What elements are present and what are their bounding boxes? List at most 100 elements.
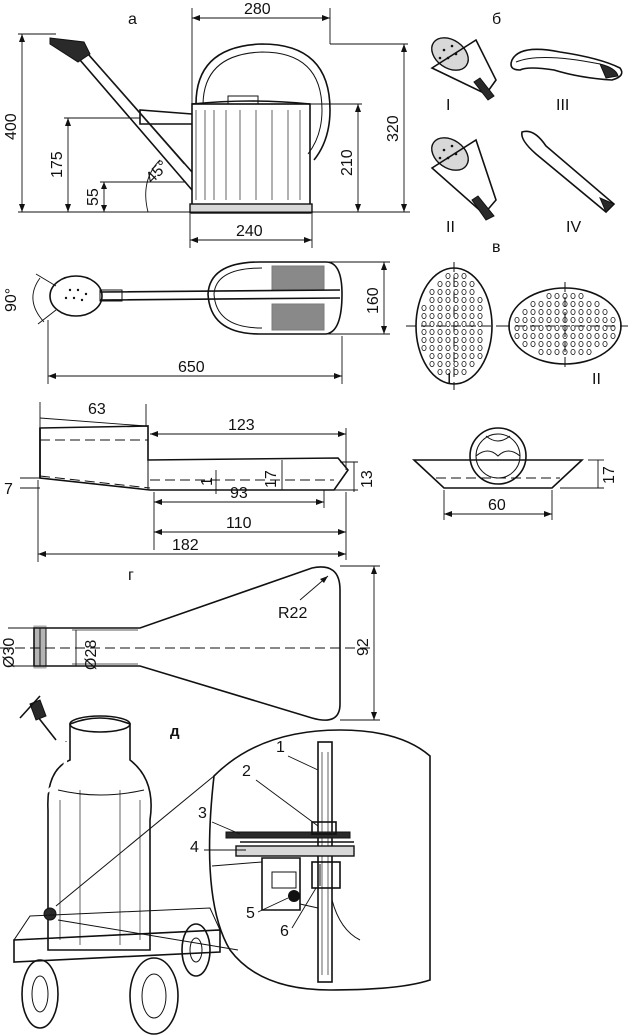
perforation-hole [453,336,459,343]
perforation-hole [477,328,483,335]
perforation-hole [586,324,592,331]
perforation-hole [602,316,608,323]
perforation-hole [610,332,616,339]
perforation-pattern-2: II [500,282,628,388]
cart-assembly: д [8,695,431,1035]
callout-4: 4 [190,839,199,856]
milk-can [47,717,152,951]
perforation-hole [538,316,544,323]
perforation-hole [594,324,600,331]
perforation-hole [429,344,435,351]
perforation-hole [453,344,459,351]
perforation-hole [469,296,475,303]
dim-175: 175 [49,151,66,178]
dim-160: 160 [365,287,382,314]
rose-variant-1: I [430,37,497,114]
dia-28: Ø28 [83,640,100,670]
perforation-hole [445,296,451,303]
perforation-hole [586,300,592,307]
perforation-hole [421,328,427,335]
perforation-hole [570,300,576,307]
perforation-hole [554,324,560,331]
dim-110: 110 [226,515,252,532]
perforation-hole [445,328,451,335]
panel-label-d: д [170,723,180,740]
roman-1: I [446,97,450,114]
perforation-hole [477,336,483,343]
perforation-hole [546,324,552,331]
perforation-hole [445,344,451,351]
perforation-hole [594,316,600,323]
perforation-hole [461,304,467,311]
perforation-hole [469,312,475,319]
perforation-hole [461,352,467,359]
perforation-hole [610,316,616,323]
perforation-hole [469,328,475,335]
callout-2: 2 [242,763,251,780]
perforation-hole [477,296,483,303]
panel-label-g: г [128,567,134,584]
perforation-hole [522,340,528,347]
dim-63: 63 [88,401,106,418]
rose-blank-outline [33,566,341,721]
perforation-hole [437,360,443,367]
perforation-hole [578,324,584,331]
perforation-hole [453,312,459,319]
perforation-hole [437,280,443,287]
dim-13: 13 [359,470,376,488]
perforation-hole [461,344,467,351]
perforation-hole [546,348,552,355]
perforation-hole [437,328,443,335]
roman-3: III [556,97,569,114]
perforation-hole [477,312,483,319]
perforation-hole [546,316,552,323]
perforation-hole [453,320,459,327]
perforation-hole [570,292,576,299]
panel-label-v: в [492,239,501,256]
perforation-hole [530,300,536,307]
perforation-hole [570,340,576,347]
perforation-patterns: в I II [406,239,628,390]
perforation-hole [461,320,467,327]
perforation-hole [453,360,459,367]
perforation-hole [594,300,600,307]
perforation-hole [477,320,483,327]
perforation-hole [562,324,568,331]
perforation-hole [437,336,443,343]
cart-wheels [21,923,211,1035]
perforation-hole [554,292,560,299]
can-spout [78,52,193,191]
callout-1: 1 [276,739,285,756]
perforation-hole [429,352,435,359]
can-base-ring [189,203,313,214]
dim-210: 210 [339,149,356,176]
perforation-hole [530,308,536,315]
perforation-hole [445,272,451,279]
perforation-hole [445,336,451,343]
perforation-hole [570,348,576,355]
perforation-hole [453,352,459,359]
perforation-hole [610,324,616,331]
perforation-hole [562,308,568,315]
perforation-hole [546,332,552,339]
perforation-hole [602,340,608,347]
plan-view: 90° 650 160 [3,261,390,384]
perforation-hole [530,324,536,331]
perforation-hole [453,304,459,311]
perforation-hole [562,292,568,299]
perforation-hole [586,316,592,323]
perforation-hole [469,288,475,295]
perforation-hole [554,316,560,323]
perforation-hole [429,288,435,295]
perforation-hole [453,328,459,335]
perforation-hole [538,324,544,331]
detail-bubble [208,729,431,991]
rose-variants: б I III II IV [430,11,623,236]
perforation-hole [514,332,520,339]
plan-rose [49,275,103,317]
perforation-hole [562,348,568,355]
perforation-hole [522,324,528,331]
dim-55: 55 [85,188,102,206]
dim-123: 123 [228,417,255,434]
perforation-hole [554,332,560,339]
